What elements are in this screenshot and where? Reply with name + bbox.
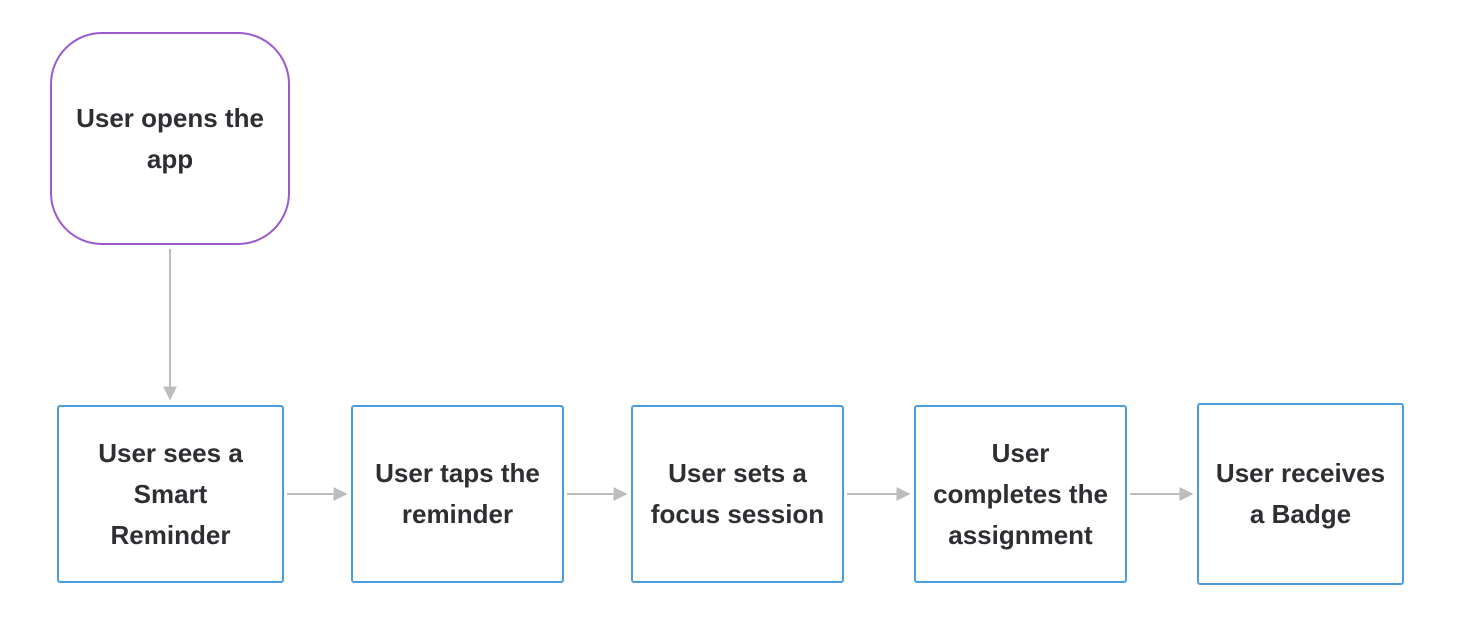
step-node-label: User sets a focus session xyxy=(650,458,825,529)
start-node-user-opens-app: User opens the app xyxy=(50,32,290,245)
start-node-label: User opens the app xyxy=(76,102,264,174)
step-node-label: User receives a Badge xyxy=(1215,458,1386,529)
step-node-label: User completes the assignment xyxy=(933,437,1108,550)
step-node-completes-assignment: User completes the assignment xyxy=(914,405,1127,583)
step-node-focus-session: User sets a focus session xyxy=(631,405,844,583)
step-node-label: User sees a Smart Reminder xyxy=(98,437,243,550)
step-node-receives-badge: User receives a Badge xyxy=(1197,403,1404,585)
step-node-taps-reminder: User taps the reminder xyxy=(351,405,564,583)
step-node-label: User taps the reminder xyxy=(375,458,540,529)
step-node-smart-reminder: User sees a Smart Reminder xyxy=(57,405,284,583)
